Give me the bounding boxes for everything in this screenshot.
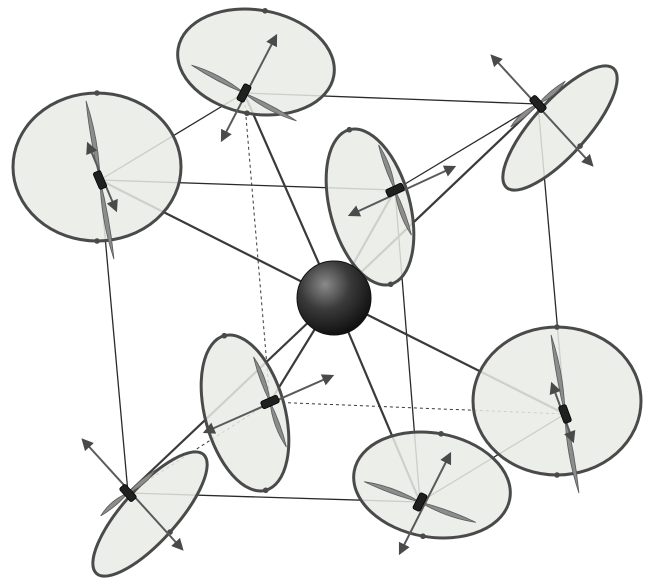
rotor-top-left bbox=[13, 90, 181, 259]
curved-arrow-icon bbox=[221, 333, 227, 339]
rotors-front-layer bbox=[76, 324, 641, 583]
curved-arrow-icon bbox=[262, 8, 268, 14]
curved-arrow-icon bbox=[94, 90, 100, 96]
rotor-disc bbox=[169, 0, 343, 127]
curved-arrow-icon bbox=[263, 487, 269, 493]
rotor-top-right bbox=[486, 50, 633, 205]
curved-arrow-icon bbox=[94, 238, 100, 244]
rotor-lower-inner-left bbox=[186, 325, 332, 500]
curved-arrow-icon bbox=[554, 324, 560, 330]
sphere-hub bbox=[297, 261, 371, 335]
curved-arrow-icon bbox=[554, 472, 560, 478]
rotor-bottom-left bbox=[76, 436, 223, 583]
curved-arrow-icon bbox=[346, 127, 352, 133]
rotor-disc bbox=[473, 327, 641, 475]
curved-arrow-icon bbox=[577, 143, 583, 149]
curved-arrow-icon bbox=[388, 281, 394, 287]
curved-arrow-icon bbox=[438, 431, 444, 437]
curved-arrow-icon bbox=[420, 533, 426, 539]
curved-arrow-icon bbox=[244, 110, 250, 116]
